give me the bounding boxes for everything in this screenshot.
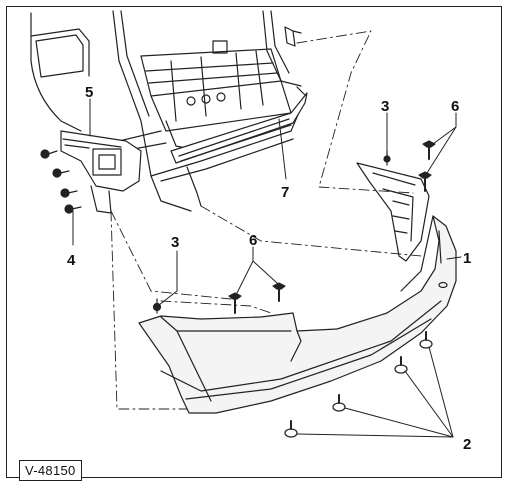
callout-3-left: 3 xyxy=(171,234,180,251)
callout-6-right: 6 xyxy=(451,98,460,115)
lower-bumper-screws xyxy=(284,331,433,438)
expanding-rivets-right-pair xyxy=(418,140,436,192)
bumper-corner-screw xyxy=(152,298,162,314)
callout-3-right: 3 xyxy=(381,98,390,115)
exploded-view-drawing xyxy=(30,10,462,438)
assembly-lines xyxy=(110,30,422,410)
callout-4: 4 xyxy=(67,252,76,269)
callout-2: 2 xyxy=(463,436,472,453)
illustration-frame: 1 2 3 3 4 5 6 6 7 V-48150 xyxy=(6,6,502,481)
expanding-rivets-left-pair xyxy=(228,282,286,314)
bracket-screws xyxy=(40,149,82,214)
bumper-cover xyxy=(138,215,457,414)
impact-member xyxy=(150,92,308,212)
callout-6-left: 6 xyxy=(249,232,258,249)
callout-5: 5 xyxy=(85,84,94,101)
callout-7: 7 xyxy=(281,184,290,201)
callout-1: 1 xyxy=(463,250,472,267)
left-guide-bracket xyxy=(60,130,142,214)
vehicle-rear-body xyxy=(30,10,307,182)
leader-lines xyxy=(72,98,462,438)
figure-reference-label: V-48150 xyxy=(19,460,82,481)
right-guide-bracket xyxy=(356,150,430,262)
